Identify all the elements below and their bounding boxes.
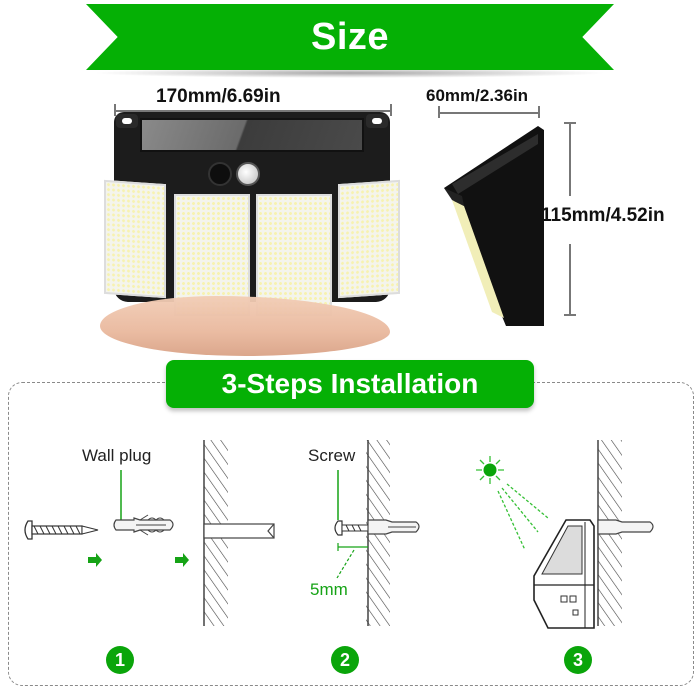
sunlight-rays-icon <box>497 483 549 551</box>
height-dimension-line-top <box>569 122 571 196</box>
depth-tick-right <box>538 106 540 118</box>
light-sensor-icon <box>208 162 232 186</box>
banner-shadow <box>92 68 608 78</box>
step-2-number: 2 <box>339 649 350 670</box>
size-banner: Size <box>86 4 614 70</box>
solar-light-side-image <box>444 126 544 326</box>
step-3-badge: 3 <box>564 646 592 674</box>
width-tick-right <box>390 104 392 116</box>
screw-in-plug-icon <box>334 519 420 536</box>
arrow-right-icon <box>88 553 102 567</box>
width-tick-left <box>114 104 116 116</box>
depth-dimension-line <box>438 112 540 114</box>
wall-plug-icon <box>113 470 174 536</box>
sun-icon <box>476 456 504 484</box>
height-tick-bottom <box>564 314 576 316</box>
step-1-number: 1 <box>114 649 125 670</box>
height-dimension-line-bottom <box>569 244 571 316</box>
led-panel-2 <box>174 194 250 316</box>
width-dimension-line <box>114 110 392 112</box>
step-3-diagram <box>476 440 654 629</box>
step-3-number: 3 <box>572 649 583 670</box>
height-tick-top <box>564 122 576 124</box>
step-2-diagram <box>334 440 420 626</box>
motion-sensor-icon <box>236 162 260 186</box>
installation-title: 3-Steps Installation <box>221 368 479 399</box>
step-1-diagram <box>24 440 275 626</box>
height-dimension-label: 115mm/4.52in <box>541 205 665 226</box>
depth-tick-left <box>438 106 440 118</box>
mounting-ear-left <box>116 114 138 128</box>
step-1-label: Wall plug <box>82 446 152 465</box>
led-panel-3 <box>256 194 332 316</box>
width-dimension-label: 170mm/6.69in <box>156 86 281 107</box>
step-2-label: Screw <box>308 446 356 465</box>
gap-label-5mm: 5mm <box>310 580 348 599</box>
depth-dimension-label: 60mm/2.36in <box>426 86 529 105</box>
size-title: Size <box>310 15 390 58</box>
step-2-badge: 2 <box>331 646 359 674</box>
solar-panel <box>140 118 364 152</box>
mounting-ear-right <box>366 114 388 128</box>
solar-light-front-image <box>100 112 404 316</box>
step-1-badge: 1 <box>106 646 134 674</box>
installation-banner: 3-Steps Installation <box>166 360 534 408</box>
screw-icon <box>24 520 99 540</box>
arrow-right-icon <box>175 553 189 567</box>
solar-light-mounted-icon <box>533 519 595 629</box>
wall-hole-icon <box>203 440 275 626</box>
